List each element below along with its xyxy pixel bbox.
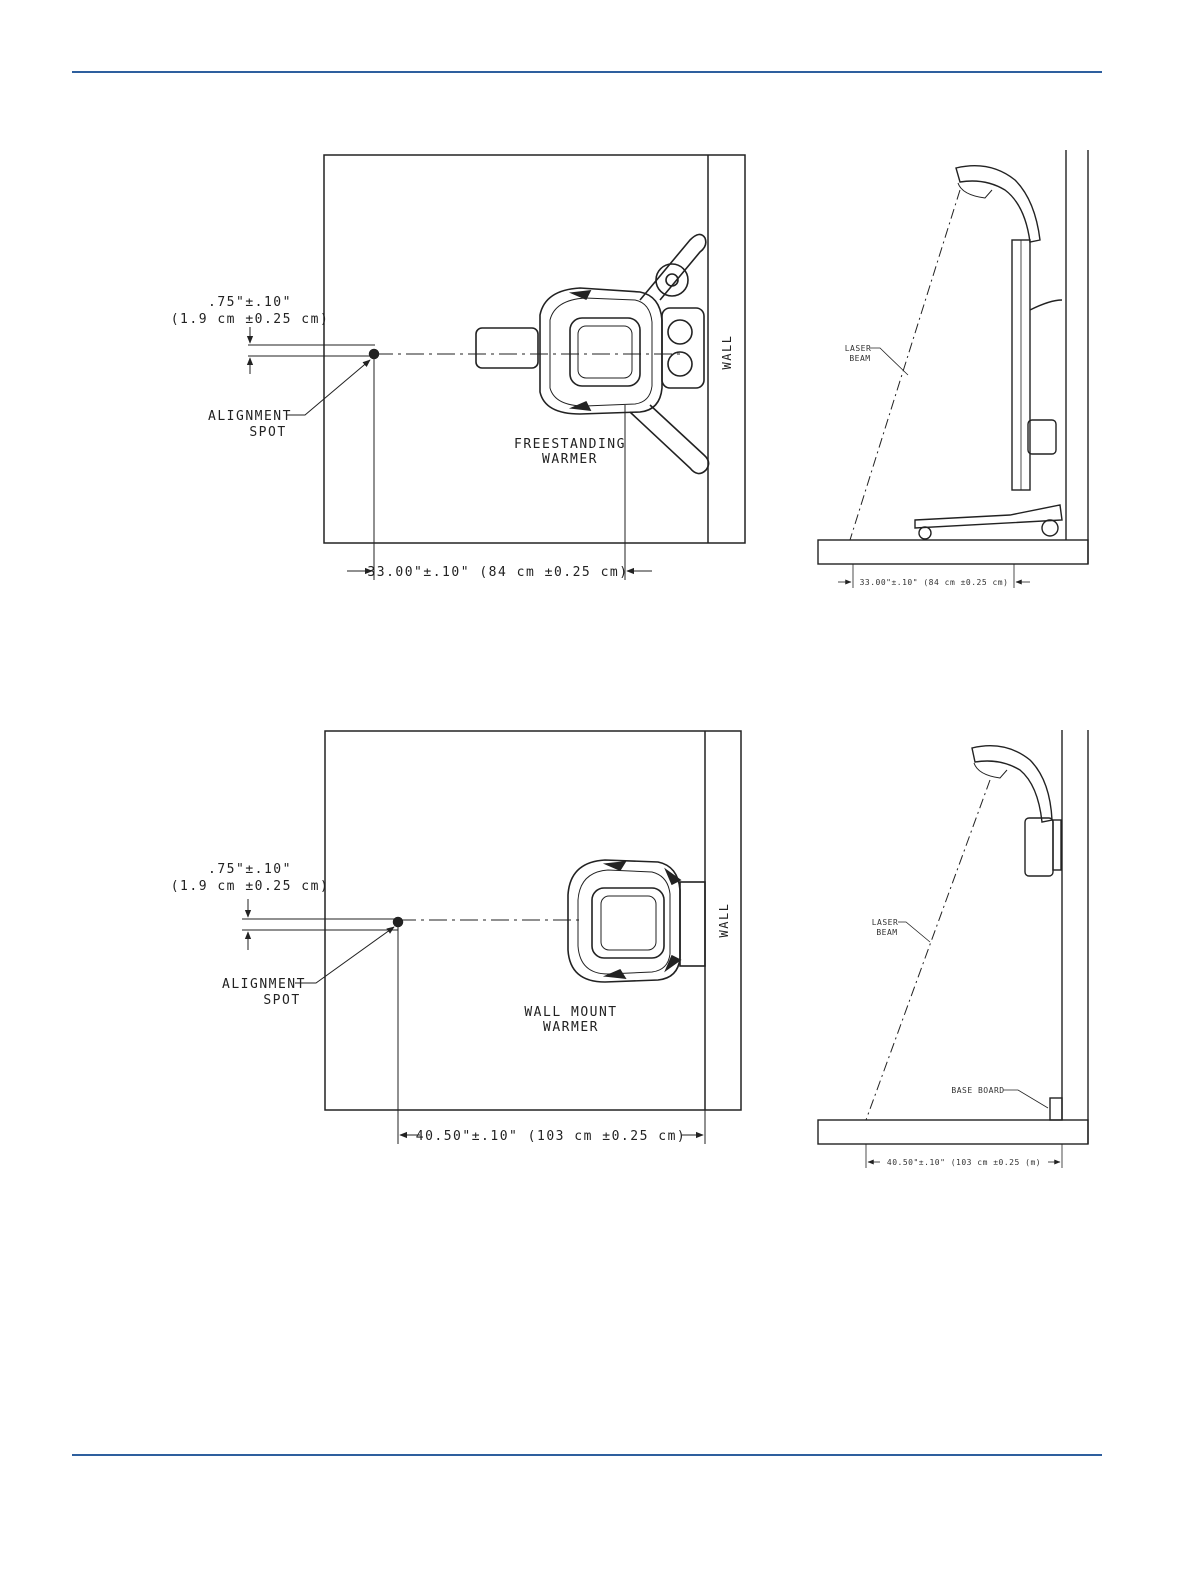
room-outline (324, 155, 745, 543)
alignment-label-line1: ALIGNMENT (208, 409, 292, 424)
warmer-label-line1: FREESTANDING (514, 437, 626, 452)
warmer-label-line2: WARMER (542, 452, 598, 467)
offset-label-line1: .75"±.10" (208, 295, 292, 310)
alignment-label-2-line2: SPOT (263, 993, 300, 1008)
distance-label-2: 40.50"±.10" (103 cm ±0.25 cm) (416, 1129, 686, 1144)
floor-slab-2 (818, 1120, 1088, 1144)
alignment-spot-2 (394, 918, 403, 927)
distance-label: 33.00"±.10" (84 cm ±0.25 cm) (367, 565, 628, 580)
wall-mount-side-view (818, 730, 1088, 1168)
warmer-label-2-line1: WALL MOUNT (524, 1005, 617, 1020)
warmer-label-2-line2: WARMER (543, 1020, 599, 1035)
warmer-head-2 (972, 746, 1052, 822)
alignment-label-line2: SPOT (249, 425, 286, 440)
wall-mount-warmer-shape (568, 860, 705, 982)
offset-label-2-line2: (1.9 cm ±0.25 cm) (171, 879, 330, 894)
alignment-label-2-line1: ALIGNMENT (222, 977, 306, 992)
side-laser-label-line1: LASER (845, 344, 872, 353)
base-board-label: BASE BOARD (951, 1086, 1004, 1095)
wall-mount-plan-view (242, 731, 741, 1144)
wall-label-2: WALL (717, 903, 731, 938)
offset-label-2-line1: .75"±.10" (208, 862, 292, 877)
freestanding-side-view (818, 150, 1088, 588)
floor-slab (818, 540, 1088, 564)
alignment-spot (370, 350, 379, 359)
base-board (1050, 1098, 1062, 1120)
wall-label: WALL (720, 335, 734, 370)
side-distance-label: 33.00"±.10" (84 cm ±0.25 cm) (860, 578, 1009, 587)
warmer-head (956, 166, 1040, 242)
freestanding-plan-view (248, 155, 745, 580)
side-distance-label-2: 40.50"±.10" (103 cm ±0.25 (m) (887, 1158, 1041, 1167)
side-laser-label-line2: BEAM (849, 354, 870, 363)
side-laser-label-2-line2: BEAM (876, 928, 897, 937)
offset-label-line2: (1.9 cm ±0.25 cm) (171, 312, 330, 327)
side-laser-label-2-line1: LASER (872, 918, 899, 927)
